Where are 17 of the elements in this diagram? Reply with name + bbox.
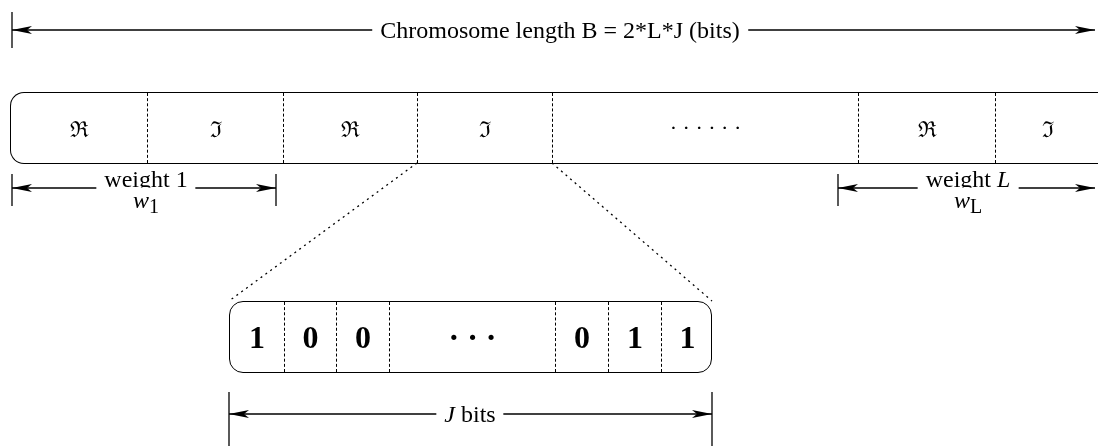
gene-cell: ℜ <box>11 93 147 163</box>
bit-cell: 0 <box>284 302 336 372</box>
bit-cell: 1 <box>661 302 713 372</box>
bit-cell: 0 <box>336 302 389 372</box>
gene-cell: ℑ <box>417 93 552 163</box>
gene-cell: ℑ <box>995 93 1098 163</box>
bit-string-bar <box>229 301 712 373</box>
bit-cell: 1 <box>230 302 284 372</box>
bit-cell: · · · <box>389 302 555 372</box>
bit-cell: 1 <box>608 302 661 372</box>
gene-cell: ℑ <box>147 93 283 163</box>
dimension-label: Chromosome length B = 2*L*J (bits) <box>372 18 748 42</box>
bit-cell: 0 <box>555 302 608 372</box>
gene-cell: · · · · · · <box>552 93 858 163</box>
gene-cell: ℜ <box>858 93 995 163</box>
chromosome-bar <box>10 92 1098 164</box>
gene-cell: ℜ <box>283 93 417 163</box>
